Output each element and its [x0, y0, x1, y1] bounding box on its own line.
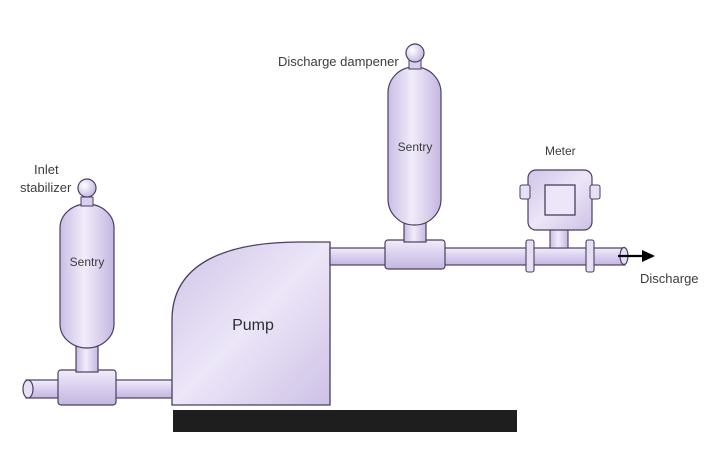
label-discharge: Discharge [640, 271, 699, 286]
inlet-pipe-opening [22, 379, 34, 399]
inlet-tee [57, 369, 117, 406]
label-sentry-left: Sentry [70, 255, 105, 269]
inlet-stabilizer-vessel [59, 203, 115, 349]
discharge-arrow-icon [642, 250, 655, 262]
label-inlet: Inlet [34, 162, 59, 177]
meter-flange-right [585, 239, 595, 273]
meter-flange-left [525, 239, 535, 273]
discharge-dampener-gauge [405, 43, 425, 63]
meter-display [544, 184, 576, 216]
label-discharge-dampener: Discharge dampener [278, 54, 399, 69]
meter-head-lug-left [519, 184, 531, 200]
meter-head-lug-right [589, 184, 601, 200]
inlet-stabilizer-gauge [77, 178, 97, 198]
discharge-tee [384, 239, 446, 270]
base-plate [173, 410, 517, 432]
label-pump: Pump [232, 317, 274, 334]
meter-stem [549, 227, 569, 249]
inlet-stabilizer-cap [80, 196, 94, 207]
pump-discharge-pipe [329, 247, 626, 266]
label-sentry-right: Sentry [398, 140, 433, 154]
label-stabilizer: stabilizer [20, 180, 72, 195]
inlet-tee-neck [75, 344, 99, 373]
pump-body [171, 241, 331, 406]
label-meter: Meter [545, 144, 576, 158]
